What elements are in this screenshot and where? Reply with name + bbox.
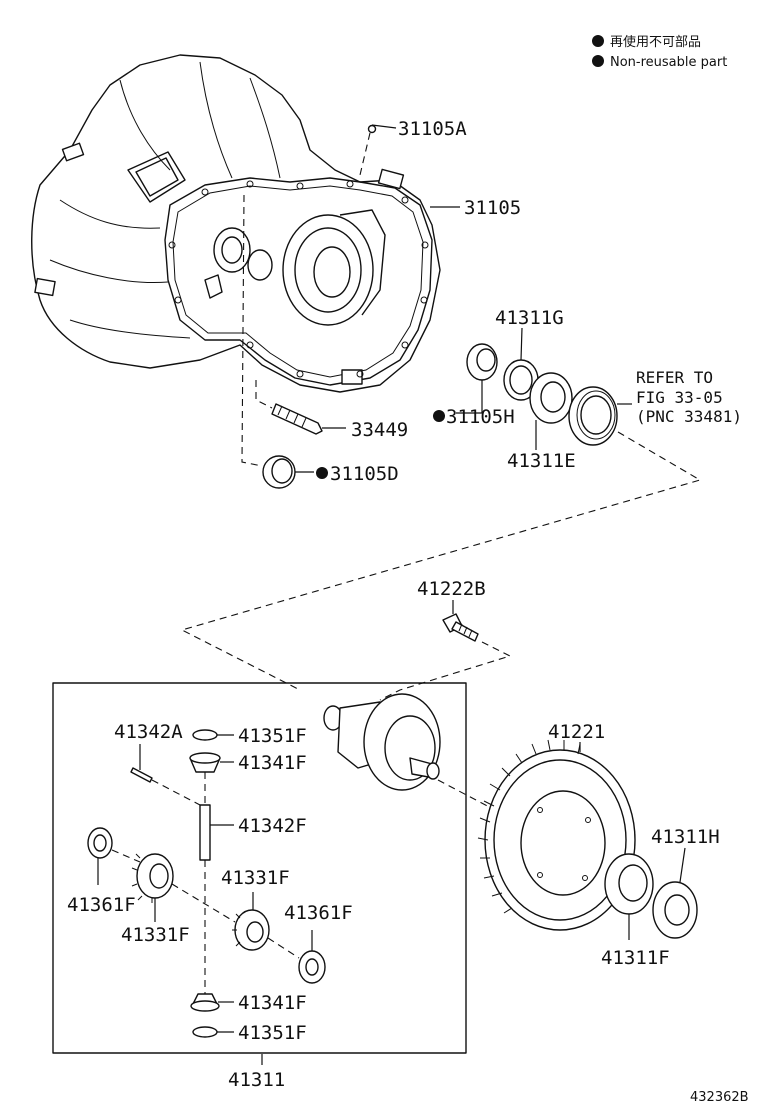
- washer-41351F-top-drawing: [192, 729, 218, 741]
- washer-41351F-bottom-drawing: [192, 1026, 218, 1038]
- label-41311G: 41311G: [495, 307, 564, 329]
- label-41331F-right: 41331F: [221, 867, 290, 889]
- side-gear-41331F-right-drawing: [232, 909, 270, 951]
- legend-text-ja: 再使用不可部品: [610, 34, 701, 50]
- oil-seal-31105H-drawing: [466, 343, 498, 381]
- label-41342F: 41342F: [238, 815, 307, 837]
- label-31105D: 31105D: [330, 463, 399, 485]
- pinion-41341F-top-drawing: [189, 752, 221, 773]
- reference-line-1: REFER TO: [636, 368, 713, 387]
- label-41331F-left: 41331F: [121, 924, 190, 946]
- label-41311: 41311: [228, 1069, 285, 1091]
- bearing-41311F-drawing: [604, 853, 654, 915]
- bearing-race-drawing: [568, 386, 618, 446]
- label-31105A: 31105A: [398, 118, 467, 140]
- differential-kit-box: [52, 682, 467, 1054]
- washer-41361F-left-drawing: [87, 827, 113, 859]
- label-31105H: 31105H: [446, 406, 515, 428]
- label-41341F-top: 41341F: [238, 752, 307, 774]
- bearing-41311E-drawing: [529, 372, 573, 424]
- pinion-41341F-bottom-drawing: [190, 993, 220, 1012]
- non-reusable-dot-icon: [592, 35, 604, 47]
- label-41221: 41221: [548, 721, 605, 743]
- washer-41361F-right-drawing: [298, 950, 326, 984]
- label-41222B: 41222B: [417, 578, 486, 600]
- pin-33449-drawing: [255, 380, 323, 435]
- plug-31105A-drawing: [359, 124, 377, 176]
- part-labels: 31105A 31105 41311G REFER TO FIG 33-05 (…: [67, 118, 742, 1091]
- label-41311E: 41311E: [507, 450, 576, 472]
- label-41341F-bottom: 41341F: [238, 992, 307, 1014]
- label-41342A: 41342A: [114, 721, 183, 743]
- legend: 再使用不可部品 Non-reusable part: [592, 34, 727, 70]
- leader-lines: [97, 124, 686, 1065]
- label-33449: 33449: [351, 419, 408, 441]
- reference-line-3: (PNC 33481): [636, 407, 742, 426]
- non-reusable-dot-icon: [316, 467, 328, 479]
- label-31105: 31105: [464, 197, 521, 219]
- label-41351F-top: 41351F: [238, 725, 307, 747]
- bolt-41222B-drawing: [379, 613, 512, 701]
- transaxle-housing-drawing: [31, 54, 441, 393]
- pinion-shaft-41342F-drawing: [199, 804, 211, 861]
- shim-41311H-drawing: [652, 881, 698, 939]
- non-reusable-dot-icon: [433, 410, 445, 422]
- ring-gear-41221-drawing: [477, 739, 636, 931]
- non-reusable-dot-icon: [592, 55, 604, 67]
- reference-line-2: FIG 33-05: [636, 388, 723, 407]
- label-41361F-right: 41361F: [284, 902, 353, 924]
- pin-41342A-drawing: [130, 767, 153, 783]
- label-41351F-bottom: 41351F: [238, 1022, 307, 1044]
- label-41311H: 41311H: [651, 826, 720, 848]
- label-41361F-left: 41361F: [67, 894, 136, 916]
- figure-number: 432362B: [690, 1090, 749, 1105]
- differential-case-drawing: [323, 693, 496, 811]
- label-41311F: 41311F: [601, 947, 670, 969]
- legend-text-en: Non-reusable part: [610, 55, 727, 70]
